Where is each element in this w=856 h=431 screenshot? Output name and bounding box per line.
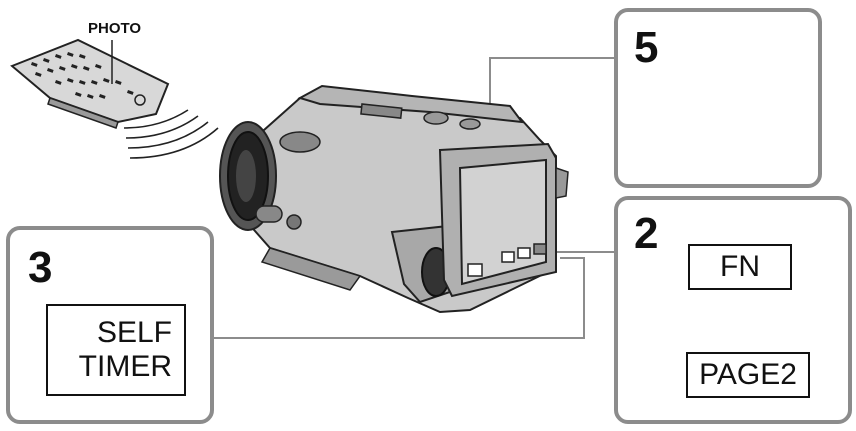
step-5-panel [614,8,822,188]
leader-line-step5 [489,57,614,118]
step-5-number: 5 [634,23,659,72]
step-2-number: 2 [634,209,659,258]
self-timer-line-2: TIMER [78,350,172,383]
step-3-number: 3 [28,243,53,292]
remote-commander [10,38,170,129]
photo-callout-label: PHOTO [88,20,142,37]
leader-line-step3 [214,257,585,339]
self-timer-line-1: SELF [96,316,172,350]
fn-button: FN [688,244,792,290]
leader-lines [214,57,614,339]
page2-button: PAGE2 [686,352,810,398]
camcorder [219,84,569,314]
signal-waves-icon [123,109,219,159]
self-timer-button: SELF TIMER [46,304,186,396]
